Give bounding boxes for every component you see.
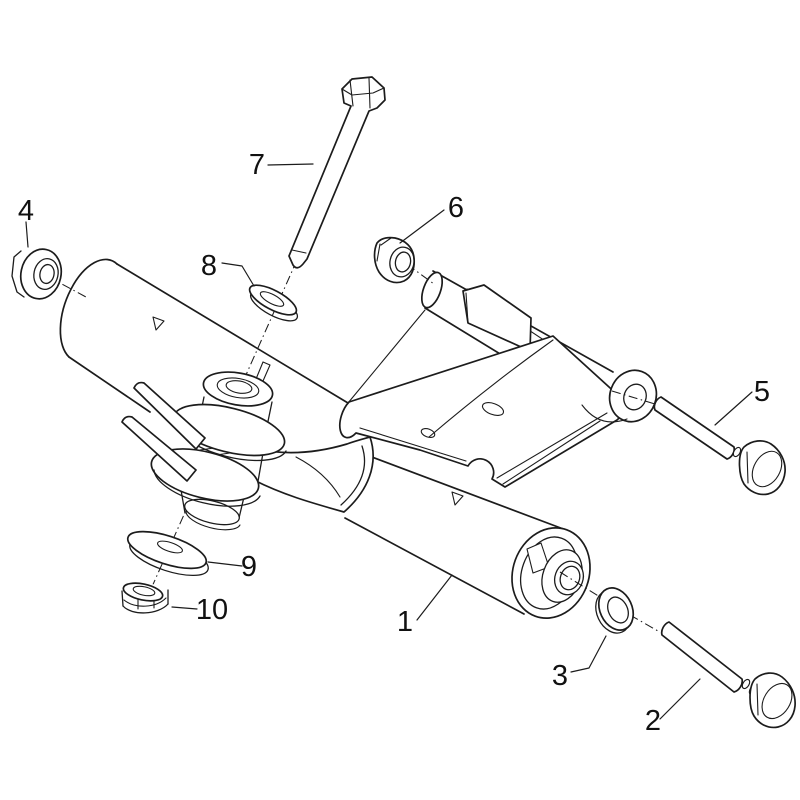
part-7-hex-bolt	[288, 76, 386, 269]
callout-labels: 1 2 3 4 5 6 7 8 9 10	[18, 149, 770, 737]
part-8-washer	[248, 284, 299, 322]
part-6-hex-nut	[373, 236, 416, 284]
fork-prong-upper	[133, 381, 206, 450]
plate-hole-small	[420, 427, 436, 439]
swingarm-front-tube	[59, 258, 349, 413]
leader-line-2	[659, 678, 701, 720]
bolt2-hex-head	[749, 672, 796, 729]
plate-hole	[481, 402, 505, 416]
callout-label-2: 2	[645, 705, 661, 737]
callout-label-4: 4	[18, 195, 34, 227]
axis-line-bolt5	[611, 390, 656, 405]
nut4-bore	[39, 263, 55, 285]
leader-line-8	[221, 262, 255, 287]
leader-line-3	[570, 635, 607, 673]
callout-label-1: 1	[397, 606, 413, 638]
leader-line-1	[416, 574, 453, 621]
leader-line-6	[399, 209, 445, 244]
swingarm-main-tube	[344, 447, 591, 619]
callout-leaders	[25, 163, 753, 720]
part-5-pivot-bolt	[653, 396, 786, 496]
pivot-eye-bore	[623, 383, 647, 411]
callout-label-3: 3	[552, 660, 568, 692]
fork-prong-lower	[121, 415, 197, 482]
axis-line-washer3-b	[629, 614, 659, 632]
part-9-flat-washer	[126, 530, 209, 577]
callout-label-7: 7	[249, 149, 265, 181]
callout-label-9: 9	[241, 551, 257, 583]
swingarm-fork-prongs	[121, 381, 206, 482]
callout-label-10: 10	[196, 594, 228, 626]
part-2-hex-bolt	[660, 621, 796, 729]
leader-line-9	[207, 561, 243, 567]
hub-bore	[559, 565, 581, 591]
callout-label-5: 5	[754, 376, 770, 408]
leader-line-10	[171, 606, 198, 610]
bracket-boss-face	[420, 271, 444, 309]
leader-line-7	[267, 163, 314, 166]
washer3-bore	[607, 596, 629, 624]
nut6-bore	[394, 251, 412, 273]
leader-line-5	[714, 391, 753, 426]
swingarm-bracket	[338, 270, 658, 488]
part-3-washer	[595, 587, 635, 634]
mount-bore	[225, 380, 253, 394]
callout-label-6: 6	[448, 192, 464, 224]
nut10-bore	[132, 585, 156, 597]
part-10-flanged-nut	[121, 582, 169, 618]
leader-line-4	[25, 221, 29, 248]
callout-label-8: 8	[201, 250, 217, 282]
axis-line-washer3-a	[559, 571, 601, 598]
part-4-flanged-nut	[10, 248, 63, 300]
